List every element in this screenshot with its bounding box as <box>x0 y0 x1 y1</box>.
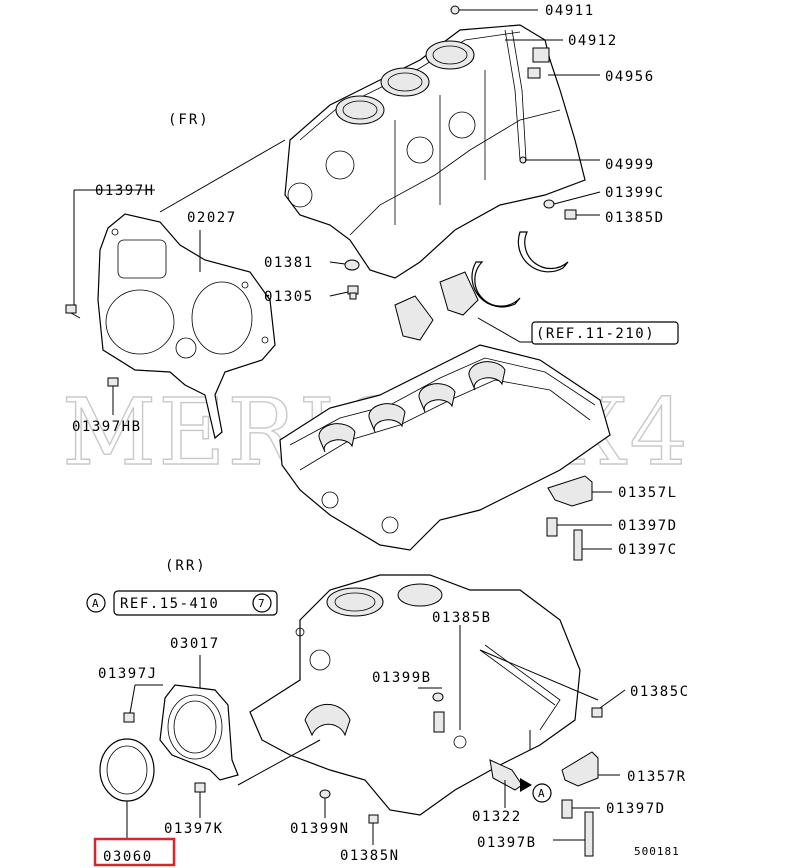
label-02027: 02027 <box>187 210 237 226</box>
diagram-id: 500181 <box>634 845 680 858</box>
cylinder-block-rear <box>249 574 581 816</box>
label-01357r: 01357R <box>627 769 687 785</box>
bolt-01397b-icon <box>584 811 594 857</box>
bolt-01305-icon <box>347 285 359 300</box>
label-01305: 01305 <box>264 289 314 305</box>
section-title-rear: (RR) <box>165 558 207 574</box>
bolt-01385b-icon <box>433 711 445 733</box>
bracket-01357r-icon <box>561 751 599 787</box>
plug-01385n-icon <box>368 814 379 824</box>
ref-15-410-label[interactable]: REF.15-410 <box>120 596 219 612</box>
ref-number-circle <box>252 593 272 613</box>
section-title-front: (FR) <box>168 112 210 128</box>
label-01397k: 01397K <box>164 821 224 837</box>
bolt-01397d-top-icon <box>546 517 558 537</box>
ref-11-210-box[interactable] <box>531 321 679 345</box>
label-01397d-top: 01397D <box>618 518 678 534</box>
front-plate <box>97 213 276 440</box>
label-01357l: 01357L <box>618 485 678 501</box>
label-01381: 01381 <box>264 255 314 271</box>
bolt-01397d-bot-icon <box>561 799 573 819</box>
ref-15-410-box[interactable] <box>113 590 278 616</box>
label-01385d: 01385D <box>605 210 665 226</box>
label-01322: 01322 <box>472 809 522 825</box>
lower-crankcase <box>279 344 611 551</box>
plug-01399n-icon <box>319 789 331 799</box>
plug-01399c-icon <box>543 199 555 209</box>
highlight-box[interactable] <box>93 837 176 867</box>
bolt-01397c-icon <box>573 529 583 561</box>
washer-01381-icon <box>344 259 360 271</box>
label-01397c: 01397C <box>618 542 678 558</box>
label-04912: 04912 <box>568 33 618 49</box>
label-01397hb: 01397HB <box>72 419 142 435</box>
label-01399c: 01399C <box>605 185 665 201</box>
rear-oil-seal-case <box>159 684 239 781</box>
bolt-01397j-icon <box>123 712 135 723</box>
plug-01399b-icon <box>432 692 444 702</box>
label-01399n: 01399N <box>290 821 350 837</box>
marker-a-circle-bottom <box>532 783 552 803</box>
plug-01385c-icon <box>591 707 603 718</box>
rear-oil-seal-03060 <box>99 738 155 802</box>
jet-01322-icon <box>489 759 523 791</box>
bearing-shells <box>394 231 569 341</box>
arrow-icon <box>520 778 532 792</box>
marker-a-top: A <box>92 597 100 610</box>
label-01385c: 01385C <box>630 684 690 700</box>
leader-lines <box>73 9 626 845</box>
label-01397d-bot: 01397D <box>606 801 666 817</box>
label-04956: 04956 <box>605 69 655 85</box>
ref-15-410-number: 7 <box>258 597 266 610</box>
label-04999: 04999 <box>605 157 655 173</box>
label-01397h: 01397H <box>95 183 155 199</box>
label-01397b: 01397B <box>477 835 537 851</box>
bolt-01397hb-icon <box>107 377 119 394</box>
cylinder-block-front <box>284 24 586 279</box>
label-01397j: 01397J <box>98 666 158 682</box>
label-01385n: 01385N <box>340 848 400 864</box>
ref-11-210-label[interactable]: (REF.11-210) <box>536 326 655 342</box>
plug-01385d-icon <box>564 209 577 220</box>
marker-a-bottom: A <box>538 787 546 800</box>
label-01399b: 01399B <box>372 670 432 686</box>
label-01385b: 01385B <box>432 610 492 626</box>
bolt-01397k-icon <box>194 782 206 793</box>
bolt-01397h-icon <box>65 304 81 319</box>
label-04911: 04911 <box>545 3 595 19</box>
dipstick-cap-icon <box>450 5 460 15</box>
label-03060[interactable]: 03060 <box>103 849 153 865</box>
marker-a-circle-top <box>86 593 106 613</box>
bracket-01357l-icon <box>547 475 593 507</box>
label-03017: 03017 <box>170 636 220 652</box>
